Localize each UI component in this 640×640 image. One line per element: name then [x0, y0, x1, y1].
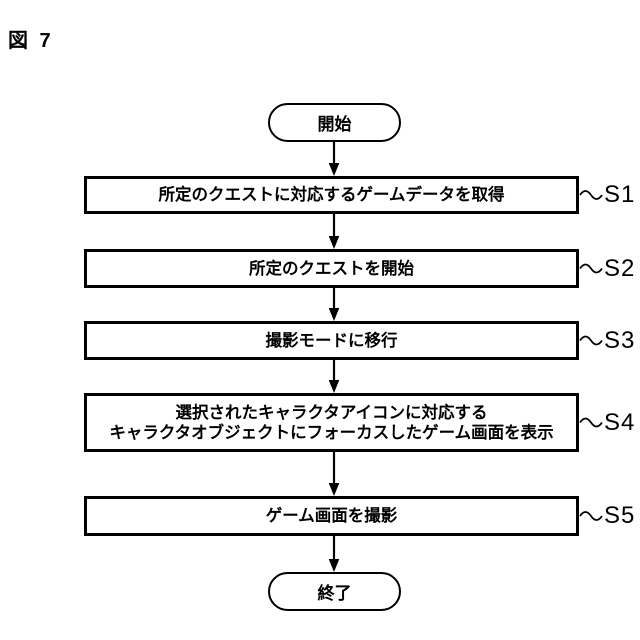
- step-text-line2: キャラクタオブジェクトにフォーカスしたゲーム画面を表示: [109, 423, 554, 442]
- flow-arrow: [328, 360, 340, 393]
- step-label-s2: S2: [604, 254, 636, 282]
- step-text: 所定のクエストに対応するゲームデータを取得: [158, 186, 505, 204]
- step-box-s3: 撮影モードに移行: [84, 321, 579, 360]
- flow-arrow: [328, 536, 340, 572]
- step-box-s1: 所定のクエストに対応するゲームデータを取得: [84, 176, 579, 214]
- start-terminal: 開始: [268, 103, 401, 142]
- end-terminal-label: 終了: [317, 584, 352, 603]
- figure-label: 図 7: [8, 30, 54, 52]
- step-box-s4: 選択されたキャラクタアイコンに対応する キャラクタオブジェクトにフォーカスしたゲ…: [84, 393, 579, 452]
- step-text: 所定のクエストを開始: [249, 259, 414, 278]
- step-label-s4: S4: [604, 408, 636, 436]
- step-text: 撮影モードに移行: [265, 331, 398, 350]
- flow-arrow: [328, 214, 340, 249]
- label-connector-tilde: [579, 190, 603, 521]
- step-box-s5: ゲーム画面を撮影: [84, 496, 579, 536]
- step-text: ゲーム画面を撮影: [265, 507, 398, 525]
- step-label-s5: S5: [604, 502, 636, 529]
- step-text-line1: 選択されたキャラクタアイコンに対応する: [175, 403, 488, 422]
- step-label-s3: S3: [604, 326, 636, 354]
- step-label-s1: S1: [604, 181, 636, 208]
- end-terminal: 終了: [268, 572, 401, 611]
- flow-arrow: [328, 142, 340, 176]
- start-terminal-label: 開始: [317, 115, 352, 134]
- step-box-s2: 所定のクエストを開始: [84, 249, 579, 288]
- flow-arrow: [328, 288, 340, 321]
- flow-arrow: [328, 452, 340, 496]
